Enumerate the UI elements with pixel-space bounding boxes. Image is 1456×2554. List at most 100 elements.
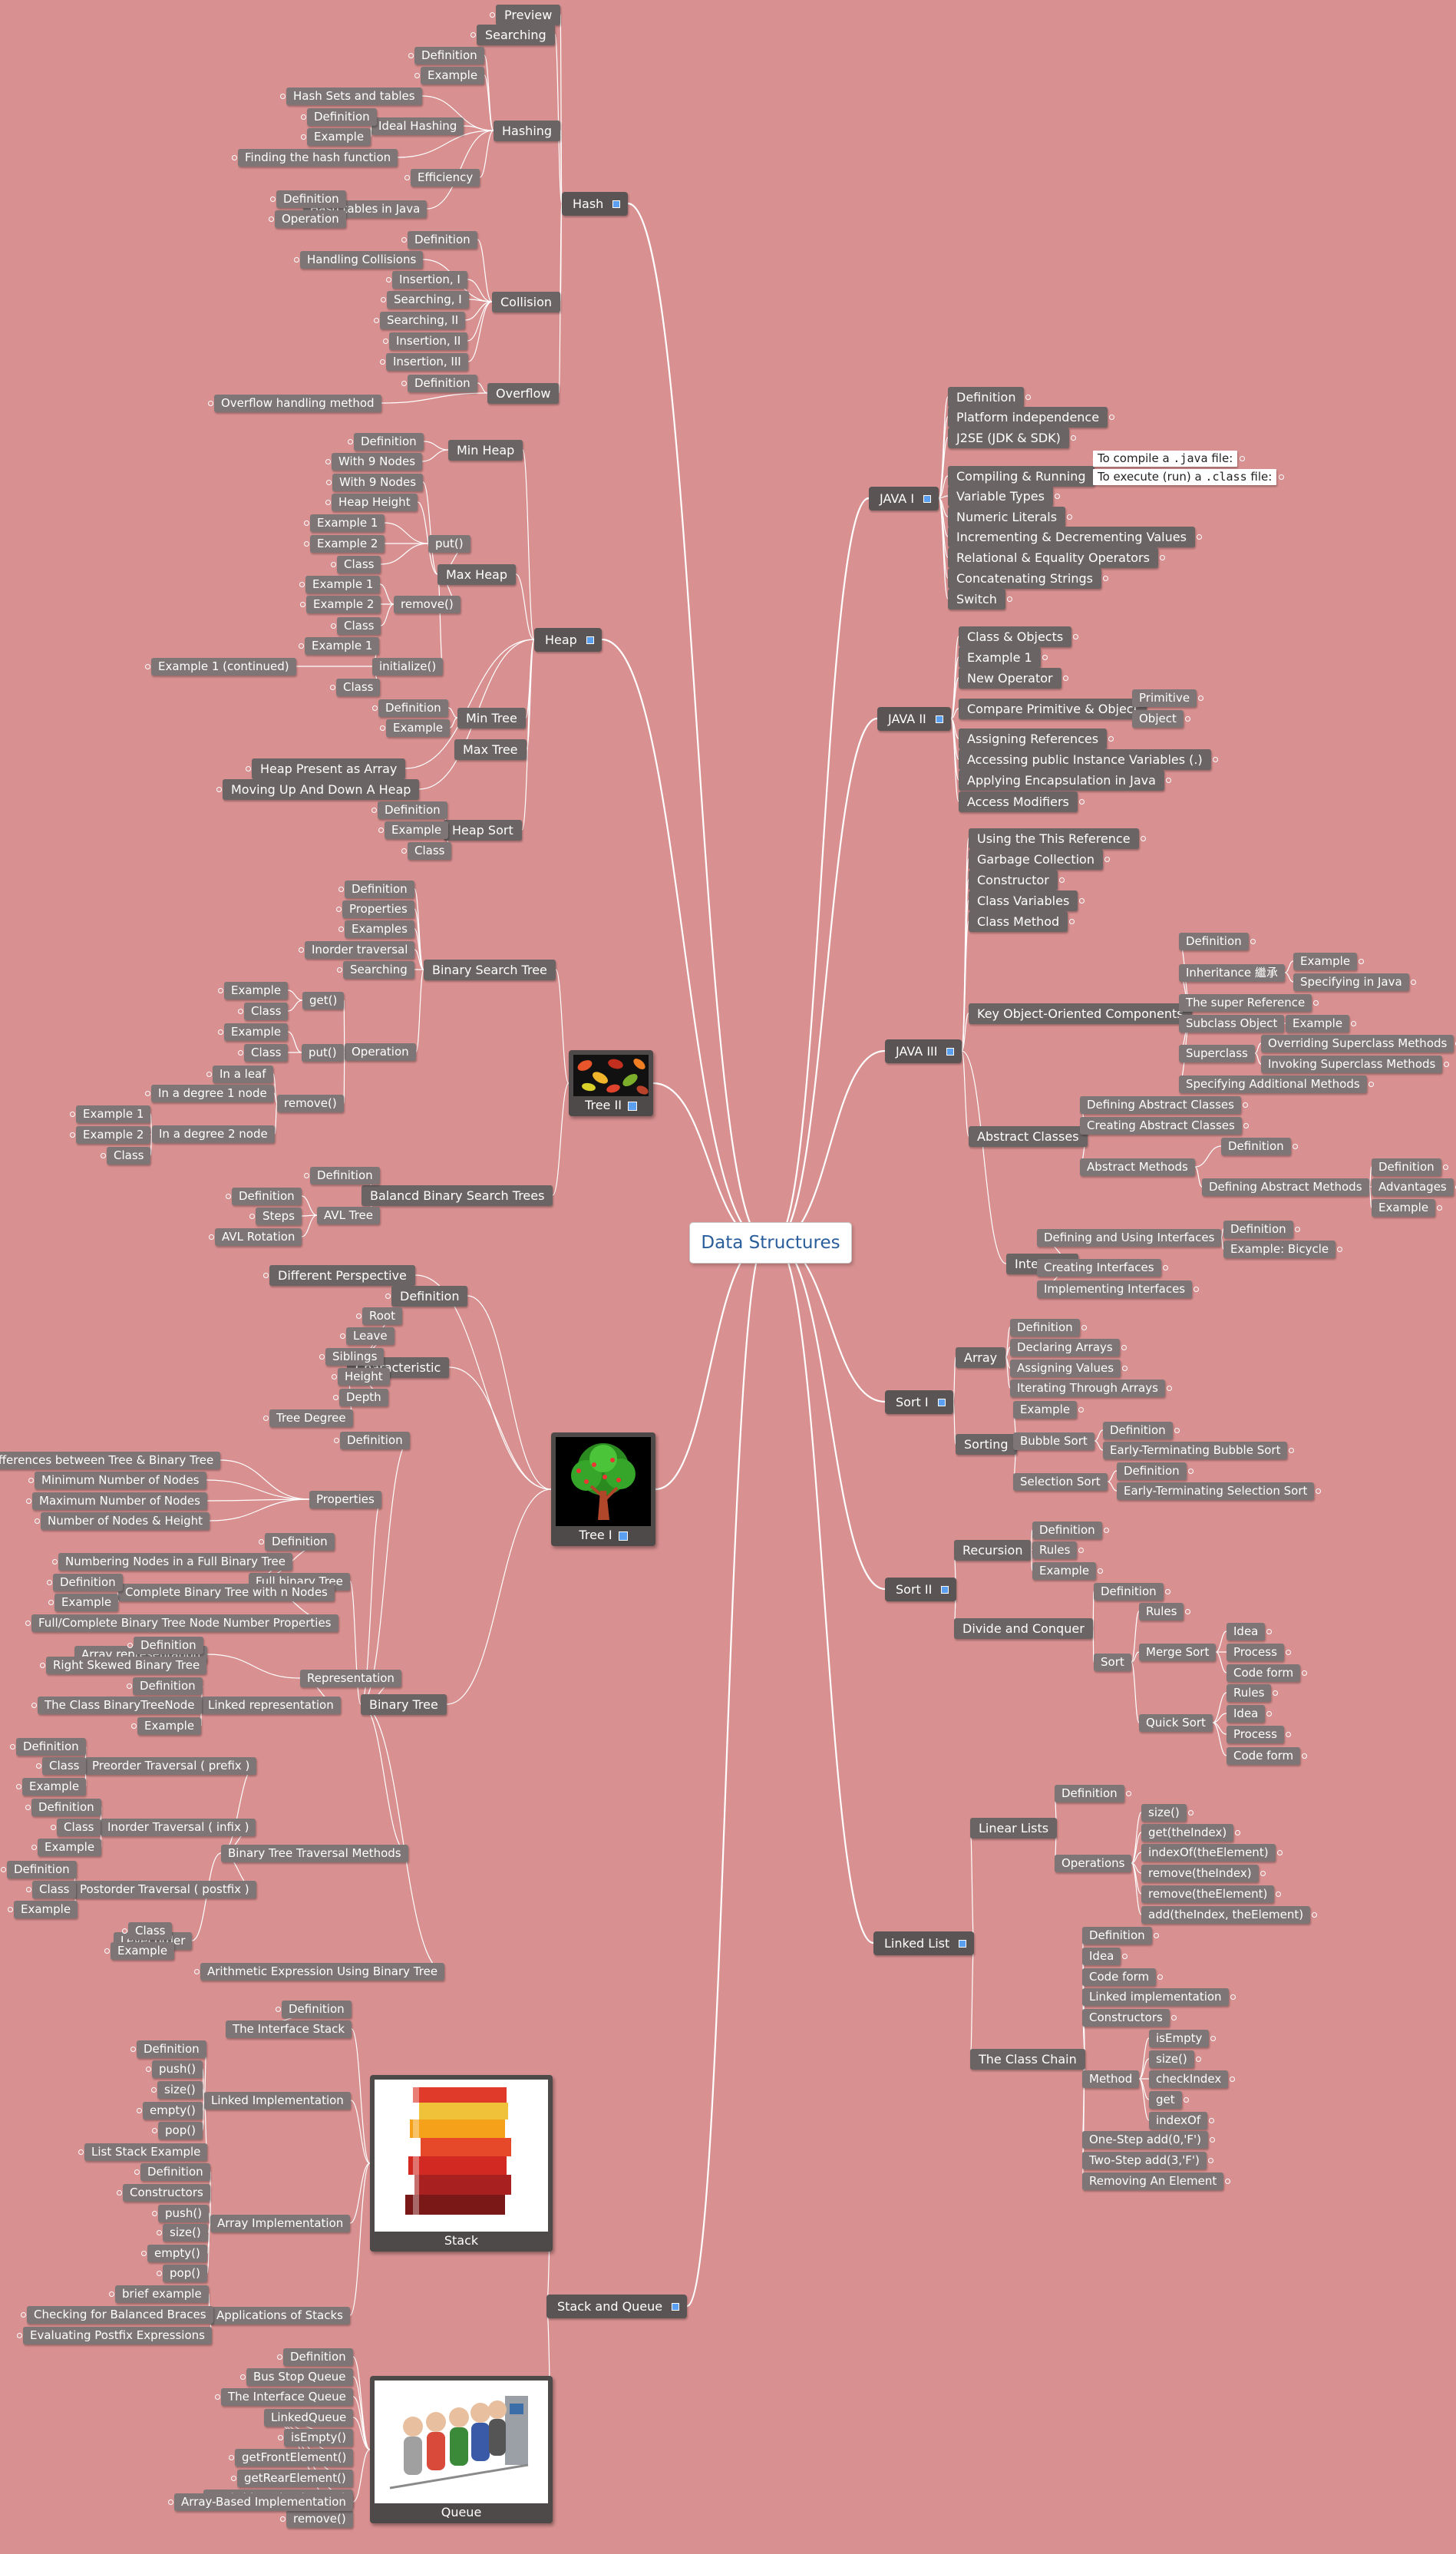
node-ideal-hashing[interactable]: Ideal Hashing (371, 117, 464, 135)
collapse-toggle-icon[interactable] (332, 1394, 338, 1400)
node-definition[interactable]: Definition (283, 2347, 353, 2366)
node-sort-ii[interactable]: Sort II (885, 1577, 957, 1601)
collapse-toggle-icon[interactable] (330, 561, 336, 567)
node-remove[interactable]: remove() (286, 2509, 353, 2528)
node-bubble-sort[interactable]: Bubble Sort (1013, 1432, 1094, 1450)
collapse-toggle-icon[interactable] (1224, 2178, 1230, 2184)
node-properties[interactable]: Properties (309, 1490, 381, 1508)
node-add-theindex-theelement[interactable]: add(theIndex, theElement) (1141, 1905, 1311, 1924)
node-min-heap[interactable]: Min Heap (448, 439, 523, 461)
collapse-toggle-icon[interactable] (1315, 1488, 1321, 1494)
node-linked-representation[interactable]: Linked representation (201, 1696, 341, 1714)
node-early-terminating-selection-sort[interactable]: Early-Terminating Selection Sort (1117, 1482, 1315, 1500)
collapse-toggle-icon[interactable] (1454, 1040, 1456, 1046)
node-heap-sort[interactable]: Heap Sort (444, 819, 522, 841)
node-preview[interactable]: Preview (496, 4, 561, 25)
collapse-toggle-icon[interactable] (298, 947, 304, 953)
node-getrearelement[interactable]: getRearElement() (237, 2469, 353, 2487)
node-compiling-running[interactable]: Compiling & Running (948, 465, 1094, 487)
node-example[interactable]: Example (54, 1593, 119, 1611)
node-class[interactable]: Class (107, 1146, 151, 1165)
node-definition[interactable]: Definition (1055, 1784, 1124, 1802)
node-minimum-number-of-nodes[interactable]: Minimum Number of Nodes (35, 1471, 206, 1489)
collapse-toggle-icon[interactable] (1234, 1829, 1240, 1835)
node-declaring-arrays[interactable]: Declaring Arrays (1010, 1338, 1120, 1356)
collapse-toggle-icon[interactable] (1436, 1204, 1442, 1211)
node-linear-lists[interactable]: Linear Lists (970, 1817, 1058, 1839)
collapse-toggle-icon[interactable] (156, 2229, 162, 2235)
node-example[interactable]: Example (224, 981, 289, 999)
node-definition[interactable]: Definition (282, 2000, 352, 2018)
collapse-toggle-icon[interactable] (25, 1620, 31, 1626)
node-heap-height[interactable]: Heap Height (332, 493, 418, 511)
collapse-toggle-icon[interactable] (1157, 1974, 1163, 1980)
node-remove[interactable]: remove() (394, 595, 461, 613)
collapse-toggle-icon[interactable] (150, 2086, 157, 2093)
node-siblings[interactable]: Siblings (325, 1347, 385, 1366)
collapse-toggle-icon[interactable] (379, 725, 385, 731)
node-definition[interactable]: Definition (232, 1187, 302, 1205)
node-differences-between-tree-binary-tree[interactable]: Differences between Tree & Binary Tree (0, 1451, 221, 1469)
collapse-toggle-icon[interactable] (1250, 938, 1256, 944)
collapse-toggle-icon[interactable] (339, 1333, 345, 1339)
collapse-toggle-icon[interactable] (1187, 1468, 1194, 1474)
collapse-toggle-icon[interactable] (1239, 455, 1245, 461)
node-avl-rotation[interactable]: AVL Rotation (215, 1227, 302, 1246)
node-selection-sort[interactable]: Selection Sort (1013, 1472, 1108, 1491)
node-example-2[interactable]: Example 2 (310, 534, 385, 553)
node-subclass-object[interactable]: Subclass Object (1179, 1014, 1285, 1033)
node-defining-abstract-classes[interactable]: Defining Abstract Classes (1080, 1095, 1241, 1114)
collapse-toggle-icon[interactable] (382, 338, 388, 344)
node-constructors[interactable]: Constructors (123, 2183, 210, 2202)
collapse-toggle-icon[interactable] (51, 1558, 58, 1564)
collapse-toggle-icon[interactable] (1170, 2014, 1177, 2020)
collapse-toggle-icon[interactable] (333, 1437, 339, 1443)
collapse-toggle-icon[interactable] (299, 581, 305, 587)
node-assigning-references[interactable]: Assigning References (959, 728, 1108, 749)
node-constructors[interactable]: Constructors (1082, 2008, 1170, 2027)
collapse-toggle-icon[interactable] (1058, 877, 1065, 883)
node-definition[interactable]: Definition (140, 2162, 210, 2181)
node-code-form[interactable]: Code form (1082, 1968, 1157, 1986)
node-height[interactable]: Height (338, 1367, 390, 1386)
node-idea[interactable]: Idea (1227, 1622, 1266, 1640)
collapse-toggle-icon[interactable] (25, 1804, 31, 1810)
node-stack-and-queue[interactable]: Stack and Queue (546, 2294, 688, 2318)
node-example[interactable]: Example (1286, 1014, 1350, 1033)
node-creating-abstract-classes[interactable]: Creating Abstract Classes (1080, 1116, 1242, 1135)
node-remove-theindex[interactable]: remove(theIndex) (1141, 1864, 1259, 1882)
node-preorder-traversal-prefix[interactable]: Preorder Traversal ( prefix ) (85, 1756, 257, 1775)
collapse-toggle-icon[interactable] (1062, 675, 1068, 681)
node-moving-up-and-down-a-heap[interactable]: Moving Up And Down A Heap (223, 778, 420, 800)
collapse-toggle-icon[interactable] (35, 1763, 41, 1769)
node-examples[interactable]: Examples (345, 920, 414, 938)
collapse-toggle-icon[interactable] (245, 765, 251, 771)
node-overflow-handling-method[interactable]: Overflow handling method (214, 394, 381, 412)
node-garbage-collection[interactable]: Garbage Collection (969, 848, 1103, 870)
node-example-1-continued[interactable]: Example 1 (continued) (151, 657, 296, 676)
node-linked-implementation[interactable]: Linked implementation (1082, 1987, 1229, 2006)
node-insertion-ii[interactable]: Insertion, II (389, 332, 468, 350)
collapse-toggle-icon[interactable] (355, 1313, 362, 1319)
node-process[interactable]: Process (1227, 1643, 1284, 1661)
node-applications-of-stacks[interactable]: Applications of Stacks (210, 2306, 350, 2324)
collapse-toggle-icon[interactable] (1442, 1164, 1448, 1170)
node-assigning-values[interactable]: Assigning Values (1010, 1359, 1121, 1377)
node-searching-ii[interactable]: Searching, II (380, 311, 466, 329)
collapse-toggle-icon[interactable] (1209, 2136, 1215, 2143)
node-definition[interactable]: Definition (16, 1737, 86, 1756)
node-definition[interactable]: Definition (1082, 1926, 1152, 1944)
node-key-object-oriented-components[interactable]: Key Object-Oriented Components (969, 1003, 1192, 1024)
node-numbering-nodes-in-a-full-binary-tree[interactable]: Numbering Nodes in a Full Binary Tree (58, 1552, 292, 1571)
node-definition[interactable]: Definition (378, 699, 448, 717)
collapse-toggle-icon[interactable] (136, 2107, 142, 2113)
collapse-toggle-icon[interactable] (104, 1948, 110, 1954)
collapse-toggle-icon[interactable] (1066, 514, 1072, 520)
node-definition[interactable]: Definition (1032, 1521, 1102, 1539)
node-hashing[interactable]: Hashing (494, 120, 561, 141)
node-definition[interactable]: Definition (133, 1677, 203, 1695)
node-definition[interactable]: Definition (276, 190, 346, 208)
node-concatenating-strings[interactable]: Concatenating Strings (948, 567, 1101, 589)
node-collision[interactable]: Collision (492, 291, 561, 312)
collapse-toggle-icon[interactable] (1195, 2056, 1201, 2062)
